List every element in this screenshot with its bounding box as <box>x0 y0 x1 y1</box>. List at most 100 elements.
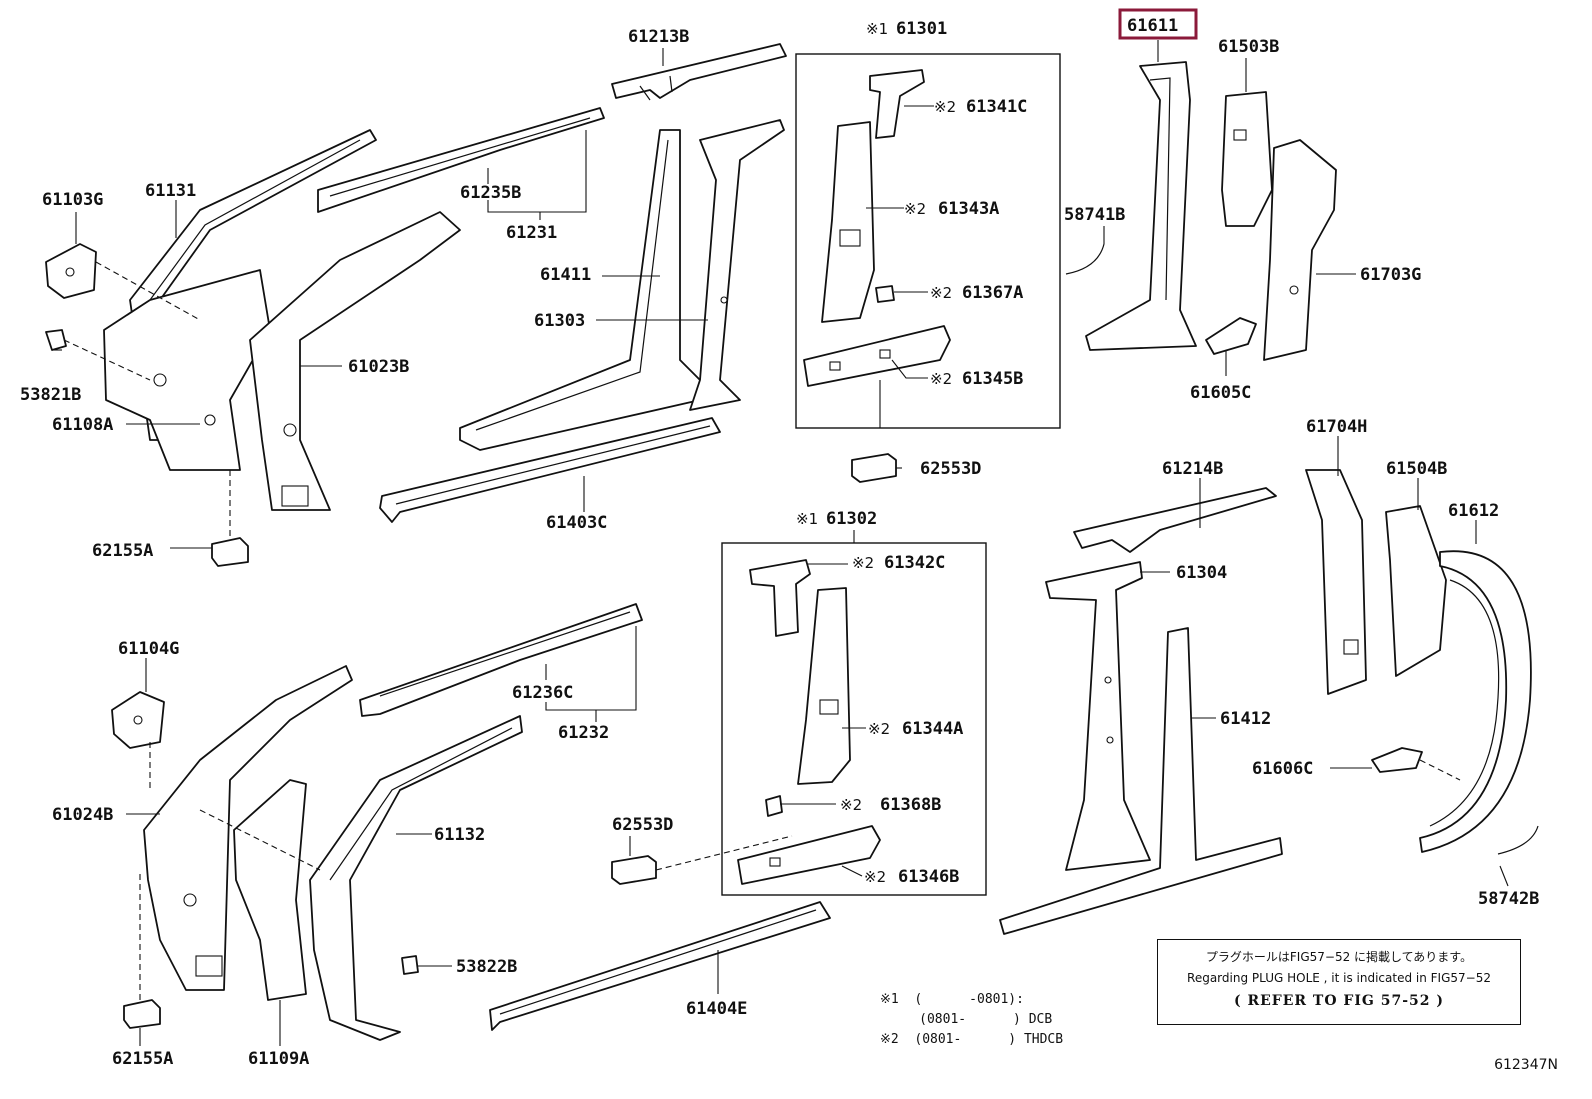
label-62553D-2[interactable]: 62553D <box>612 815 673 835</box>
part-61404E[interactable] <box>489 901 831 1031</box>
label-61132[interactable]: 61132 <box>434 825 485 845</box>
part-53822B[interactable] <box>401 955 419 975</box>
label-61403C[interactable]: 61403C <box>546 513 607 533</box>
part-58741B[interactable] <box>1065 243 1105 275</box>
label-61213B[interactable]: 61213B <box>628 27 689 47</box>
figure-code: 612347N <box>1494 1057 1558 1073</box>
part-61704H[interactable] <box>1305 469 1367 695</box>
label-53822B[interactable]: 53822B <box>456 957 517 977</box>
mark-61341C: ※2 <box>934 98 956 116</box>
label-61023B[interactable]: 61023B <box>348 357 409 377</box>
label-61024B[interactable]: 61024B <box>52 805 113 825</box>
label-61104G[interactable]: 61104G <box>118 639 179 659</box>
label-61235B[interactable]: 61235B <box>460 183 521 203</box>
part-61345B[interactable] <box>803 325 951 387</box>
part-62155A-2[interactable] <box>123 999 161 1029</box>
label-61404E[interactable]: 61404E <box>686 999 747 1019</box>
part-61231[interactable] <box>317 107 605 213</box>
part-61304[interactable] <box>1045 561 1151 871</box>
part-58742B[interactable] <box>1497 825 1539 855</box>
part-61344A[interactable] <box>797 587 851 785</box>
label-61704H[interactable]: 61704H <box>1306 417 1367 437</box>
label-61411[interactable]: 61411 <box>540 265 591 285</box>
part-53821B[interactable] <box>45 329 67 351</box>
label-61344A[interactable]: 61344A <box>902 719 963 739</box>
label-61503B[interactable]: 61503B <box>1218 37 1279 57</box>
part-61213B[interactable] <box>611 43 787 101</box>
part-61503B[interactable] <box>1221 91 1273 227</box>
mark-61367A: ※2 <box>930 284 952 302</box>
part-61368B[interactable] <box>765 795 783 817</box>
label-58742B[interactable]: 58742B <box>1478 889 1539 909</box>
part-61605C[interactable] <box>1205 317 1257 355</box>
part-61611[interactable] <box>1085 61 1197 351</box>
mark-61302: ※1 <box>796 510 818 528</box>
part-62553D-1[interactable] <box>851 453 897 483</box>
label-61368B[interactable]: 61368B <box>880 795 941 815</box>
part-61403C[interactable] <box>379 417 721 523</box>
mark-61342C: ※2 <box>852 554 874 572</box>
part-61132[interactable] <box>309 715 523 1041</box>
part-61104G[interactable] <box>111 691 165 749</box>
label-61303[interactable]: 61303 <box>534 311 585 331</box>
label-62553D-1[interactable]: 62553D <box>920 459 981 479</box>
part-61411[interactable] <box>459 129 701 451</box>
part-61346B[interactable] <box>737 825 881 885</box>
label-61302[interactable]: 61302 <box>826 509 877 529</box>
label-61301[interactable]: 61301 <box>896 19 947 39</box>
part-61341C[interactable] <box>869 69 925 139</box>
label-61412[interactable]: 61412 <box>1220 709 1271 729</box>
part-61703G[interactable] <box>1263 139 1337 361</box>
label-61343A[interactable]: 61343A <box>938 199 999 219</box>
label-61103G[interactable]: 61103G <box>42 190 103 210</box>
part-62155A-1[interactable] <box>211 537 249 567</box>
part-61343A[interactable] <box>821 121 875 323</box>
highlight-box-61611 <box>1118 8 1198 40</box>
part-61303[interactable] <box>689 119 785 411</box>
part-61024B[interactable] <box>143 665 353 991</box>
label-61345B[interactable]: 61345B <box>962 369 1023 389</box>
label-61612[interactable]: 61612 <box>1448 501 1499 521</box>
label-61346B[interactable]: 61346B <box>898 867 959 887</box>
label-61606C[interactable]: 61606C <box>1252 759 1313 779</box>
part-61214B[interactable] <box>1073 487 1277 553</box>
part-61367A[interactable] <box>875 285 895 303</box>
part-61023B[interactable] <box>249 211 461 511</box>
label-61108A[interactable]: 61108A <box>52 415 113 435</box>
label-61231[interactable]: 61231 <box>506 223 557 243</box>
label-61605C[interactable]: 61605C <box>1190 383 1251 403</box>
part-61109A[interactable] <box>233 779 307 1001</box>
part-62553D-2[interactable] <box>611 855 657 885</box>
label-62155A-1[interactable]: 62155A <box>92 541 153 561</box>
label-61504B[interactable]: 61504B <box>1386 459 1447 479</box>
mark-61301: ※1 <box>866 20 888 38</box>
label-61367A[interactable]: 61367A <box>962 283 1023 303</box>
part-61504B[interactable] <box>1385 505 1447 677</box>
mark-61344A: ※2 <box>868 720 890 738</box>
label-61611[interactable]: 61611 <box>1127 16 1178 36</box>
part-61232[interactable] <box>359 603 643 717</box>
label-61236C[interactable]: 61236C <box>512 683 573 703</box>
label-61304[interactable]: 61304 <box>1176 563 1227 583</box>
label-61131[interactable]: 61131 <box>145 181 196 201</box>
part-61612[interactable] <box>1419 550 1532 853</box>
part-61412[interactable] <box>999 627 1283 935</box>
note-japanese: プラグホールはFIG57−52 に掲載してあります。 <box>1205 950 1473 964</box>
legend-row-2: (0801- ) DCB <box>880 1012 1053 1027</box>
label-61342C[interactable]: 61342C <box>884 553 945 573</box>
label-61109A[interactable]: 61109A <box>248 1049 309 1069</box>
part-61342C[interactable] <box>749 559 811 637</box>
legend-row-3: ※2 (0801- ) THDCB <box>880 1032 1064 1047</box>
label-61214B[interactable]: 61214B <box>1162 459 1223 479</box>
label-61703G[interactable]: 61703G <box>1360 265 1421 285</box>
label-58741B[interactable]: 58741B <box>1064 205 1125 225</box>
label-53821B[interactable]: 53821B <box>20 385 81 405</box>
label-62155A-2[interactable]: 62155A <box>112 1049 173 1069</box>
label-61341C[interactable]: 61341C <box>966 97 1027 117</box>
label-61232[interactable]: 61232 <box>558 723 609 743</box>
note-refer[interactable]: ( REFER TO FIG 57-52 ) <box>1233 993 1444 1009</box>
part-61606C[interactable] <box>1371 747 1423 773</box>
part-61108A[interactable] <box>103 269 271 471</box>
part-61103G[interactable] <box>45 243 97 299</box>
